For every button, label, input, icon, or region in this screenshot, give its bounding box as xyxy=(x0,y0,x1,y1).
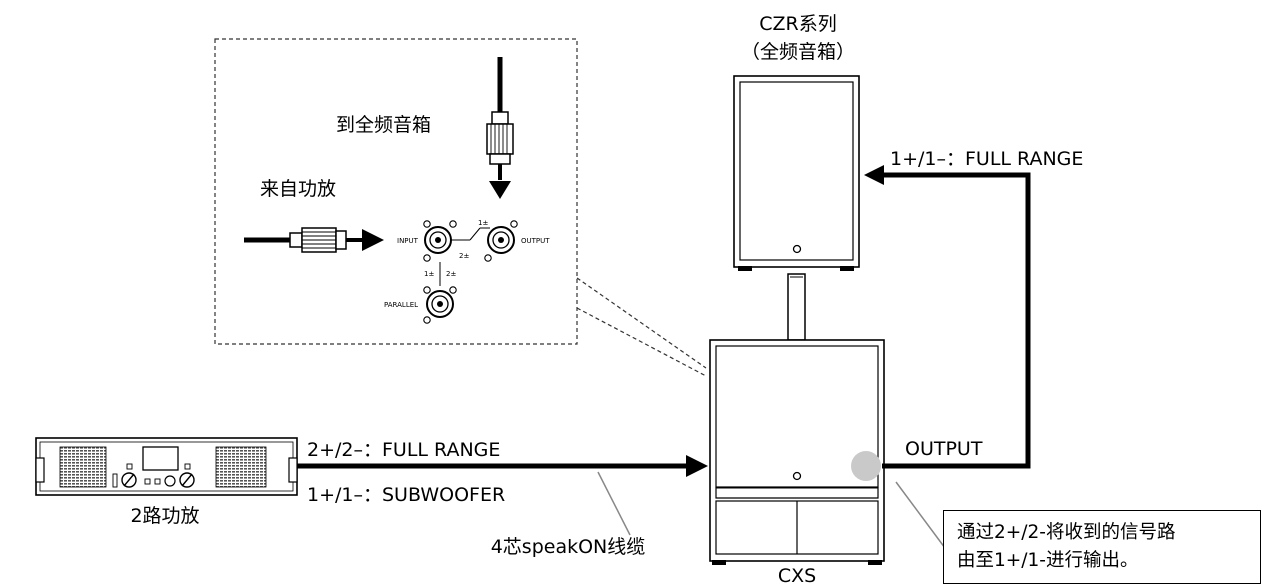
note-leader-line xyxy=(895,481,946,549)
to-full-range-label: 到全频音箱 xyxy=(336,114,431,136)
input-jack xyxy=(423,220,457,262)
detail-callout-box xyxy=(214,38,578,345)
parallel-jack xyxy=(423,286,457,324)
from-amp-label: 来自功放 xyxy=(260,178,336,200)
output-cable xyxy=(882,172,1031,469)
input-jack-label: INPUT xyxy=(397,237,419,245)
czr-speaker xyxy=(733,75,860,271)
pin-1-label-mid: 1± xyxy=(424,270,434,278)
pin-2-label-top: 2± xyxy=(459,252,469,260)
cable-label: 4芯speakON线缆 xyxy=(491,536,646,558)
czr-series-label: CZR系列 xyxy=(759,13,837,35)
cxs-label: CXS xyxy=(778,565,816,586)
pin-1-label-top: 1± xyxy=(478,219,488,227)
arrow-to-czr-icon xyxy=(864,165,884,185)
amp-label: 2路功放 xyxy=(130,505,199,527)
callout-leader-bottom xyxy=(576,307,707,377)
arrow-right-icon xyxy=(362,229,384,251)
yamaha-logo-icon xyxy=(792,471,802,481)
yamaha-logo-icon xyxy=(792,244,802,254)
plug-to-input xyxy=(244,227,362,253)
routing-note-line-1: 通过2+/2-将收到的信号路 xyxy=(957,522,1176,543)
cxs-subwoofer xyxy=(709,339,885,565)
arrow-down-icon xyxy=(489,181,511,199)
speaker-pole xyxy=(787,273,806,341)
output-jack-label: OUTPUT xyxy=(521,237,550,245)
arrow-to-cxs-icon xyxy=(686,455,708,477)
output-point-highlight xyxy=(851,451,881,481)
sub-signal-sub-label: 1+/1–：SUBWOOFER xyxy=(307,484,505,506)
routing-note-box: 通过2+/2-将收到的信号路 由至1+/1-进行输出。 xyxy=(943,510,1261,584)
parallel-jack-label: PARALLEL xyxy=(384,301,418,309)
cable-leader-line xyxy=(597,471,631,536)
two-way-amplifier xyxy=(35,437,298,496)
output-jack xyxy=(484,220,518,262)
callout-leader-top xyxy=(576,277,707,369)
sub-signal-full-label: 2+/2–：FULL RANGE xyxy=(307,439,500,461)
full-range-speaker-label: （全频音箱） xyxy=(741,41,855,63)
czr-signal-label: 1+/1–：FULL RANGE xyxy=(890,148,1083,170)
jack-panel: INPUT OUTPUT PARALLEL 1± 2± 1± 2± xyxy=(384,219,550,324)
output-label: OUTPUT xyxy=(905,438,983,460)
plug-to-output xyxy=(486,57,514,180)
pin-2-label-mid: 2± xyxy=(446,270,456,278)
routing-note-line-2: 由至1+/1-进行输出。 xyxy=(957,550,1139,571)
